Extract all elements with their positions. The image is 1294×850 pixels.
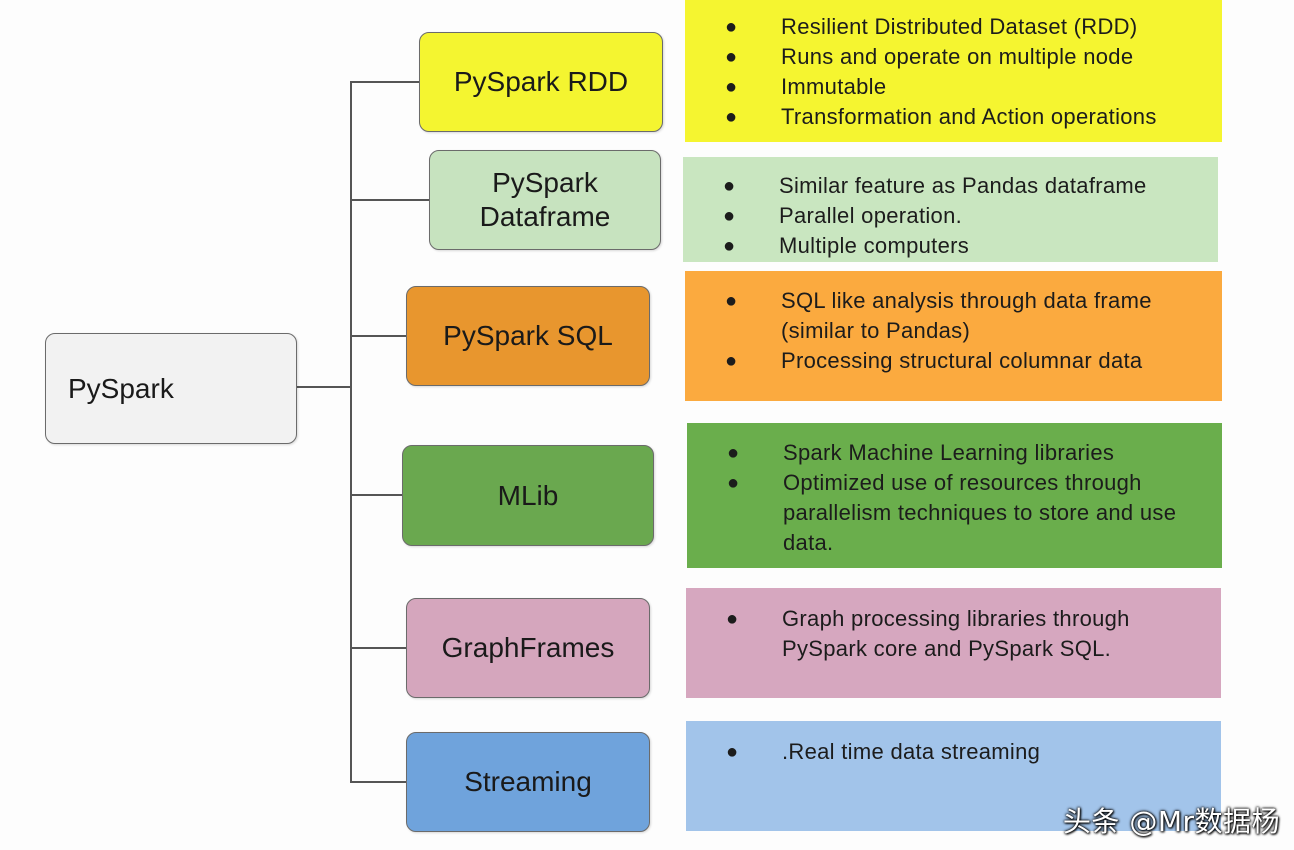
desc-graphframes: ●Graph processing libraries through PySp… [686,588,1221,698]
branch-dataframe [350,199,430,201]
desc-bullet: ●.Real time data streaming [726,739,1041,764]
branch-sql [350,335,407,337]
desc-bullet: ●Parallel operation. [723,203,963,228]
desc-mlib: ●Spark Machine Learning libraries ●Optim… [687,423,1222,568]
branch-rdd [350,81,420,83]
root-connector [296,386,352,388]
desc-pyspark-dataframe: ●Similar feature as Pandas dataframe ●Pa… [683,157,1218,262]
desc-pyspark-sql: ●SQL like analysis through data frame (s… [685,271,1222,401]
desc-streaming: ●.Real time data streaming [686,721,1221,831]
trunk-line [350,81,352,783]
desc-bullet: ●Transformation and Action operations [725,104,1157,129]
desc-bullet: ●Immutable [725,74,887,99]
branch-streaming [350,781,407,783]
root-node: PySpark [45,333,297,444]
desc-bullet: ●Spark Machine Learning libraries [727,440,1115,465]
desc-bullet: ●Runs and operate on multiple node [725,44,1134,69]
desc-bullet: ●Optimized use of resources through para… [727,470,1177,555]
node-label-line-2: Dataframe [479,201,611,232]
node-streaming: Streaming [406,732,650,832]
node-label: PySpark RDD [453,66,629,97]
desc-bullet: ●SQL like analysis through data frame (s… [725,288,1152,343]
desc-bullet: ●Resilient Distributed Dataset (RDD) [725,14,1138,39]
desc-bullet: ●Processing structural columnar data [725,348,1143,373]
node-pyspark-dataframe: PySpark Dataframe [429,150,661,250]
node-label: MLib [497,479,559,511]
desc-bullet: ●Similar feature as Pandas dataframe [723,173,1147,198]
node-label: Streaming [464,766,592,797]
watermark: 头条 @Mr数据杨 [1062,805,1280,838]
node-mlib: MLib [402,445,654,546]
node-pyspark-rdd: PySpark RDD [419,32,663,132]
node-label: PySpark SQL [443,320,613,351]
desc-pyspark-rdd: ●Resilient Distributed Dataset (RDD) ●Ru… [685,0,1222,142]
branch-mlib [350,494,403,496]
branch-graphframes [350,647,407,649]
node-label: GraphFrames [441,632,615,663]
desc-bullet: ●Graph processing libraries through PySp… [726,606,1130,661]
node-label-line-1: PySpark [492,167,598,198]
node-graphframes: GraphFrames [406,598,650,698]
root-label: PySpark [68,372,174,404]
desc-bullet: ●Multiple computers [723,233,970,258]
node-pyspark-sql: PySpark SQL [406,286,650,386]
